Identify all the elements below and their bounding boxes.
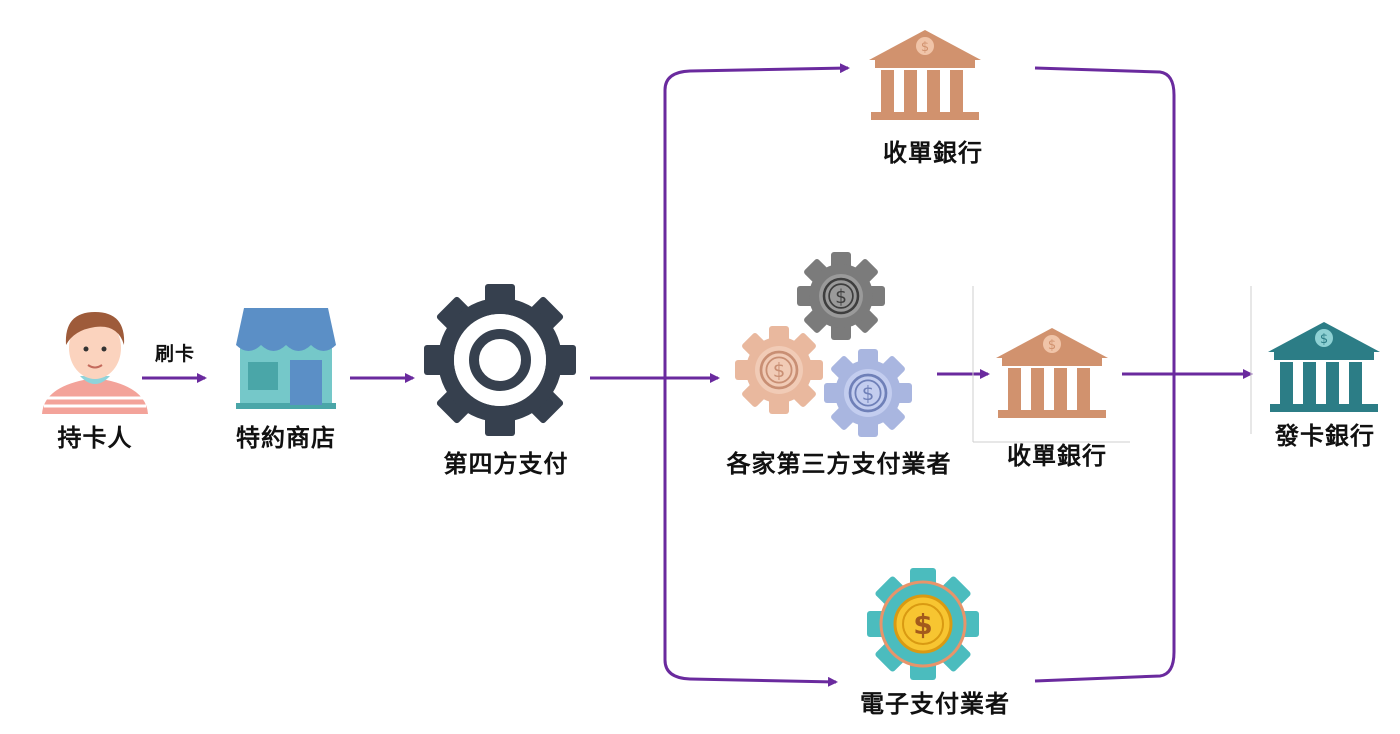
node-label-third-party: 各家第三方支付業者: [726, 450, 952, 478]
node-label-acquirer-mid: 收單銀行: [1007, 442, 1107, 470]
node-label-merchant: 特約商店: [236, 424, 336, 452]
storefront-icon: [236, 308, 336, 409]
arrow-to-e-payment: [663, 378, 838, 687]
edge-label-swipe: 刷卡: [154, 343, 196, 365]
line-top-bank-to-right-rail: [1034, 66, 1176, 374]
line-e-payment-to-right-rail: [1034, 374, 1176, 683]
svg-text:$: $: [1320, 332, 1328, 347]
person-icon: [42, 312, 148, 414]
node-label-e-payment: 電子支付業者: [860, 690, 1010, 718]
bank-icon: $: [869, 30, 981, 120]
bank-icon: $: [972, 286, 1130, 443]
svg-text:$: $: [913, 608, 932, 641]
dollar-gear-icon: $: [867, 568, 979, 680]
node-label-acquirer-top: 收單銀行: [883, 139, 983, 167]
bank-icon: $: [1250, 286, 1380, 434]
connectors: [142, 63, 1253, 687]
node-label-fourth-party: 第四方支付: [443, 450, 569, 478]
arrow-to-top-acquirer: [663, 63, 850, 378]
node-label-cardholder: 持卡人: [57, 424, 133, 452]
dollar-gears-icon: [735, 252, 912, 437]
node-label-issuer: 發卡銀行: [1275, 422, 1375, 450]
svg-text:$: $: [1048, 338, 1056, 353]
gear-icon: [424, 284, 576, 436]
svg-text:$: $: [921, 40, 929, 55]
